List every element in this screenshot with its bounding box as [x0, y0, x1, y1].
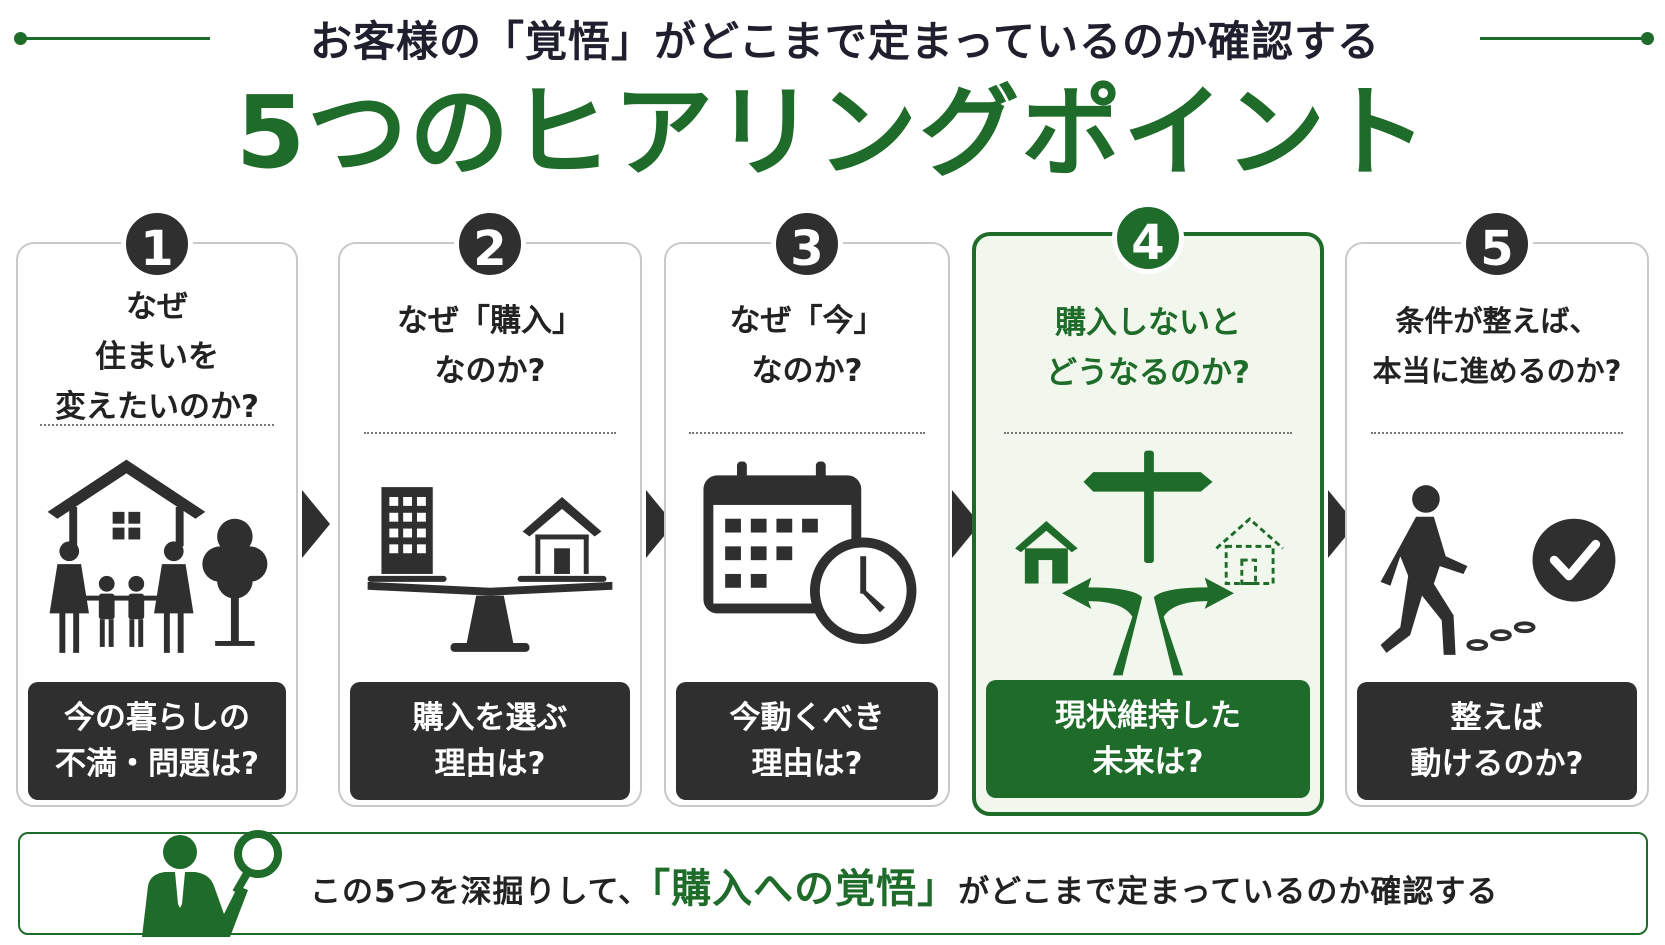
- card-answer: 今の暮らしの 不満・問題は?: [28, 682, 286, 800]
- answer-line: 理由は?: [434, 746, 546, 782]
- answer-line: 現状維持した: [1055, 698, 1241, 734]
- hearing-point-card-3: 3 なぜ「今」 なのか? 今動くべき 理由は?: [664, 208, 950, 807]
- answer-line: 今動くべき: [729, 700, 885, 736]
- arrow-right-icon: [302, 490, 330, 558]
- answer-line: 購入を選ぶ: [412, 700, 568, 736]
- page-subtitle: お客様の「覚悟」がどこまで定まっているのか確認する: [310, 17, 1380, 66]
- summary-banner: この5つを深掘りして、「購入への覚悟」がどこまで定まっているのか確認する: [18, 830, 1648, 937]
- question-line: どうなるのか?: [1046, 355, 1250, 391]
- card-question: なぜ 住まいを 変えたいのか?: [18, 282, 296, 432]
- question-line: なぜ「購入」: [397, 303, 583, 339]
- question-line: 本当に進めるのか?: [1372, 354, 1622, 388]
- answer-line: 不満・問題は?: [55, 746, 259, 782]
- card-answer: 整えば 動けるのか?: [1357, 682, 1637, 800]
- card-answer: 今動くべき 理由は?: [676, 682, 938, 800]
- hearing-point-card-5: 5 条件が整えば、 本当に進めるのか? 整えば 動けるのか?: [1345, 208, 1649, 807]
- step-number-badge: 5: [1461, 208, 1533, 280]
- card-answer: 現状維持した 未来は?: [986, 680, 1310, 798]
- hearing-point-card-4: 4 購入しないと どうなるのか?: [972, 202, 1324, 816]
- calendar-clock-icon: [666, 456, 948, 686]
- hearing-point-card-1: 1 なぜ 住まいを 変えたいのか?: [16, 208, 298, 807]
- question-line: なのか?: [434, 353, 546, 389]
- card-question: 購入しないと どうなるのか?: [976, 298, 1320, 398]
- question-line: なぜ「今」: [729, 303, 885, 339]
- family-house-icon: [18, 456, 296, 686]
- header-right-dot: [1641, 32, 1654, 45]
- card-divider: [364, 432, 616, 434]
- step-number-badge: 2: [454, 208, 526, 280]
- card-answer: 購入を選ぶ 理由は?: [350, 682, 630, 800]
- question-line: 購入しないと: [1055, 305, 1241, 341]
- page-title: 5つのヒアリングポイント: [235, 74, 1430, 191]
- walking-person-checkmark-icon: [1347, 456, 1647, 686]
- card-question: なぜ「購入」 なのか?: [340, 296, 640, 396]
- summary-text-after: がどこまで定まっているのか確認する: [958, 874, 1499, 910]
- answer-line: 動けるのか?: [1410, 746, 1584, 782]
- card-question: 条件が整えば、 本当に進めるのか?: [1347, 296, 1647, 396]
- card-divider: [40, 424, 274, 426]
- crossroads-signpost-icon: [976, 448, 1320, 678]
- card-divider: [1371, 432, 1623, 434]
- summary-text-accent: 「購入への覚悟」: [650, 866, 959, 912]
- balance-scale-building-house-icon: [340, 456, 640, 686]
- answer-line: 整えば: [1450, 700, 1544, 736]
- card-question: なぜ「今」 なのか?: [666, 296, 948, 396]
- answer-line: 理由は?: [751, 746, 863, 782]
- header-left-line: [20, 37, 210, 40]
- step-number-badge: 3: [771, 208, 843, 280]
- header-right-line: [1480, 37, 1648, 40]
- question-line: 変えたいのか?: [55, 389, 259, 425]
- step-number-badge: 4: [1112, 202, 1184, 274]
- answer-line: 未来は?: [1092, 744, 1204, 780]
- summary-text: この5つを深掘りして、「購入への覚悟」がどこまで定まっているのか確認する: [310, 856, 1498, 914]
- answer-line: 今の暮らしの: [64, 700, 250, 736]
- summary-text-before: この5つを深掘りして、: [310, 874, 651, 910]
- card-divider: [1003, 432, 1293, 434]
- question-line: なぜ: [126, 289, 188, 325]
- step-number-badge: 1: [121, 208, 193, 280]
- question-line: 住まいを: [95, 339, 219, 375]
- card-divider: [688, 432, 926, 434]
- hearing-point-card-2: 2 なぜ「購入」 なのか?: [338, 208, 642, 807]
- question-line: なのか?: [751, 353, 863, 389]
- question-line: 条件が整えば、: [1395, 304, 1599, 338]
- businessman-magnifier-icon: [120, 824, 290, 937]
